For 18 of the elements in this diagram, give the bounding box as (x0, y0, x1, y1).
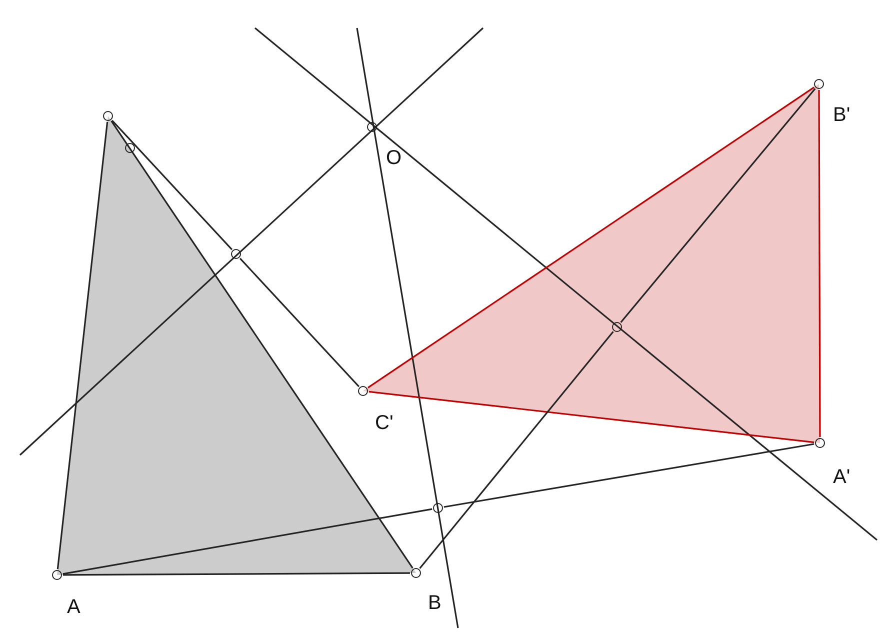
line-segment (56, 122, 108, 570)
line-segment (620, 88, 816, 323)
line-segment (240, 258, 360, 388)
line-segment (110, 120, 414, 568)
point-label: A' (833, 465, 850, 489)
line-segment (368, 390, 814, 444)
line-segment (444, 443, 814, 508)
point-label: O (386, 146, 402, 170)
point-label: C' (375, 411, 394, 435)
line-segment (62, 508, 432, 575)
line-segment (419, 331, 614, 569)
point-label: A (67, 595, 80, 619)
line-segment (368, 86, 814, 388)
point-label: B (428, 591, 442, 615)
line-segment (818, 90, 821, 437)
point-label: B' (833, 103, 850, 127)
line-segment (112, 120, 232, 250)
line-segment (63, 572, 410, 576)
